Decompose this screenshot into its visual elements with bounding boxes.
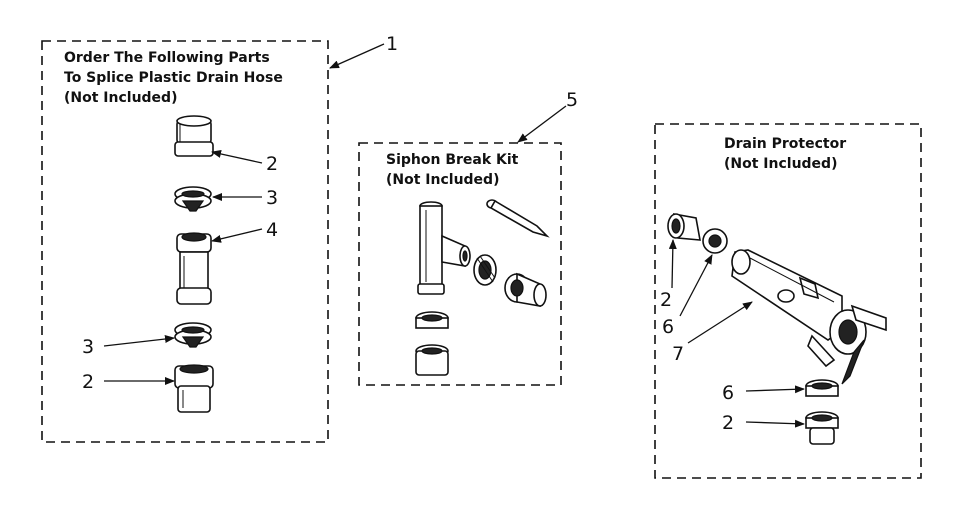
siphon-side-clamp (473, 254, 497, 286)
siphon-bottom-coupling (415, 344, 449, 376)
label-drain-coupling-bottom: 2 (722, 412, 734, 434)
drain-title-line-1: Drain Protector (724, 136, 846, 152)
splice-parts-panel: Order The Following Parts To Splice Plas… (41, 40, 329, 443)
label-coupling-top: 2 (266, 153, 278, 175)
label-coupling-bottom: 2 (82, 371, 94, 393)
splice-coupling-bottom (174, 364, 214, 413)
splice-clamp-top (174, 186, 212, 212)
siphon-title-line-2: (Not Included) (386, 172, 499, 188)
drain-protector-body (731, 249, 887, 385)
splice-title-line-3: (Not Included) (64, 90, 177, 106)
drain-clamp-left (702, 228, 728, 254)
siphon-break-kit-panel: Siphon Break Kit (Not Included) (358, 142, 562, 386)
label-clamp-bottom: 3 (82, 336, 94, 358)
splice-title-line-1: Order The Following Parts (64, 50, 270, 66)
drain-clamp-bottom (805, 379, 839, 397)
splice-title-line-2: To Splice Plastic Drain Hose (64, 70, 283, 86)
siphon-tee-fitting (417, 201, 471, 295)
siphon-title-line-1: Siphon Break Kit (386, 152, 519, 168)
label-drain-coupling-left: 2 (660, 289, 672, 311)
siphon-bottom-clamp (415, 311, 449, 329)
label-clamp-top: 3 (266, 187, 278, 209)
drain-coupling-left (667, 213, 701, 241)
label-drain-clamp-bottom: 6 (722, 382, 734, 404)
splice-clamp-bottom (174, 322, 212, 348)
label-drain-protector-body: 7 (672, 343, 684, 365)
label-drain-clamp-left: 6 (662, 316, 674, 338)
drain-protector-panel: Drain Protector (Not Included) (654, 123, 922, 479)
splice-coupling-top (174, 115, 214, 157)
label-connector: 4 (266, 219, 278, 241)
siphon-pin (486, 199, 550, 238)
callout-splice-panel: 1 (386, 33, 398, 55)
drain-title-line-2: (Not Included) (724, 156, 837, 172)
siphon-side-coupling (504, 272, 547, 307)
splice-connector (176, 232, 212, 305)
callout-siphon-panel: 5 (566, 89, 578, 111)
drain-coupling-bottom (805, 411, 839, 445)
